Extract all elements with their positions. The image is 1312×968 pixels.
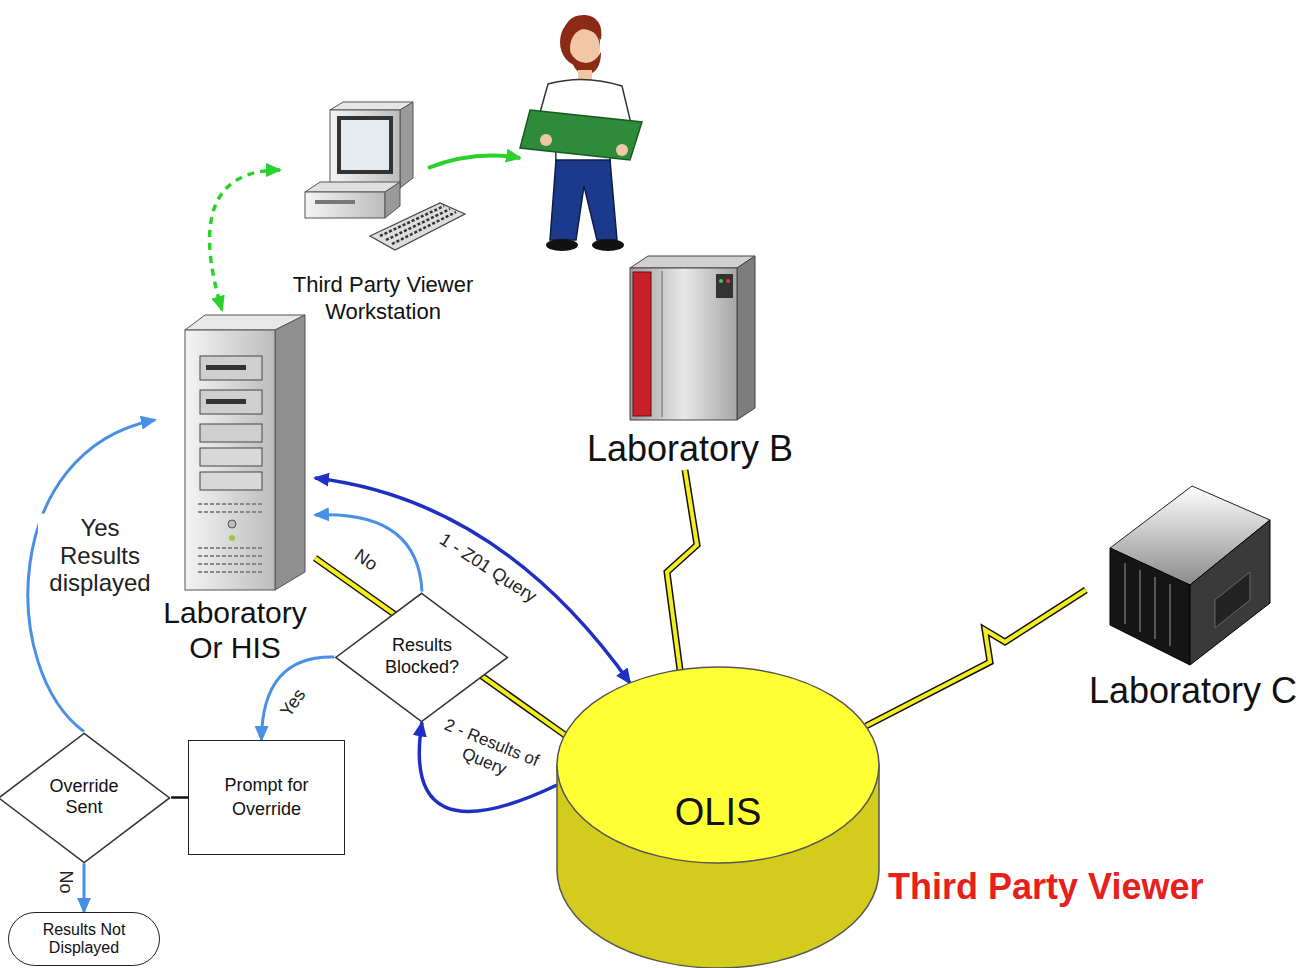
server-node: Laboratory B <box>570 252 810 470</box>
flow-arrow <box>83 863 86 912</box>
server-node: Laboratory Or HIS <box>155 310 315 665</box>
decision-diamond: Override Sent <box>0 732 171 864</box>
cabinet-seam <box>661 271 663 417</box>
monitor-bezel <box>337 116 393 174</box>
lightning-link <box>667 470 697 670</box>
database-cylinder: OLIS <box>555 665 881 968</box>
edge-label: 1 - Z01 Query <box>433 527 542 608</box>
flow-arrow <box>262 657 335 740</box>
tower-side <box>275 315 305 590</box>
link-core <box>866 590 1086 726</box>
monitor-side <box>400 102 413 188</box>
drive-slot <box>206 399 246 404</box>
cube-panel <box>1215 572 1250 628</box>
cabinet-led <box>726 279 730 283</box>
power-led <box>229 535 235 541</box>
node-label: Results Not Displayed <box>29 921 139 956</box>
node-label: Override Sent <box>39 776 129 819</box>
cpu-slot <box>315 200 355 204</box>
cpu-side <box>385 182 400 218</box>
diamond-shape <box>0 733 169 862</box>
edge-label: Yes Results displayed <box>38 514 162 597</box>
server-cube-icon <box>1110 486 1270 665</box>
cabinet-top <box>630 256 755 268</box>
cpu-front <box>305 192 385 218</box>
monitor-screen <box>341 120 389 170</box>
node-label: Laboratory B <box>587 427 793 470</box>
cabinet-panel <box>716 274 733 298</box>
monitor-front <box>330 110 400 188</box>
cabinet-led <box>719 279 723 283</box>
drive-bay <box>200 448 262 466</box>
cabinet-door <box>633 272 651 416</box>
cabinet-front <box>630 268 737 420</box>
person-figure <box>520 15 642 251</box>
green-folder <box>520 110 642 160</box>
shoe <box>546 239 578 251</box>
diamond-shape <box>336 593 508 721</box>
drive-bay <box>200 424 262 442</box>
node-label: Laboratory C <box>1089 669 1297 712</box>
edge-label: No <box>56 867 77 896</box>
monitor-top <box>330 102 413 110</box>
drive-bay <box>200 390 262 414</box>
vent-grille <box>198 504 264 572</box>
edge-label: 2 - Results of Query <box>427 712 549 792</box>
keyboard-keys <box>380 206 456 244</box>
cube-grille <box>1125 563 1170 646</box>
tower-front <box>185 330 275 590</box>
node-label: Laboratory Or HIS <box>155 596 315 665</box>
flow-arrow <box>210 170 280 310</box>
computer-node: Third Party Viewer Workstation <box>280 95 486 325</box>
flow-arrow <box>315 515 422 592</box>
cube-left <box>1110 548 1190 665</box>
computer-icon <box>305 102 465 250</box>
node-label: OLIS <box>675 790 762 836</box>
process-box: Prompt for Override <box>188 740 345 855</box>
view-arrow <box>428 156 520 168</box>
server-cabinet-icon <box>630 256 755 420</box>
drive-slot <box>206 365 246 370</box>
power-button <box>228 520 236 528</box>
node-label: Prompt for Override <box>198 774 335 821</box>
node-label: Results Blocked? <box>377 635 467 678</box>
link-core <box>667 470 697 670</box>
edge-label: Yes <box>274 683 311 724</box>
server-node: Laboratory C <box>1086 478 1300 712</box>
hair-top <box>562 15 601 46</box>
flow-arrow <box>171 796 188 799</box>
link-outline <box>866 590 1086 726</box>
jeans <box>550 160 617 240</box>
drive-bay <box>200 356 262 380</box>
decision-diamond: Results Blocked? <box>334 592 509 723</box>
hand <box>616 144 628 156</box>
cpu-top <box>305 182 400 192</box>
terminal-box: Results Not Displayed <box>8 912 160 966</box>
server-tower-icon <box>185 315 305 590</box>
node-label: Third Party Viewer Workstation <box>280 272 486 325</box>
edge-label: No <box>348 543 384 577</box>
lightning-link <box>866 590 1086 726</box>
diagram-caption: Third Party Viewer <box>888 866 1203 908</box>
cabinet-side <box>737 256 755 420</box>
shoe <box>592 239 624 251</box>
drive-bay <box>200 472 262 490</box>
link-outline <box>667 470 697 670</box>
cube-right <box>1190 520 1270 665</box>
hand <box>540 134 552 146</box>
cylinder-top <box>557 667 879 863</box>
keyboard <box>370 203 465 250</box>
